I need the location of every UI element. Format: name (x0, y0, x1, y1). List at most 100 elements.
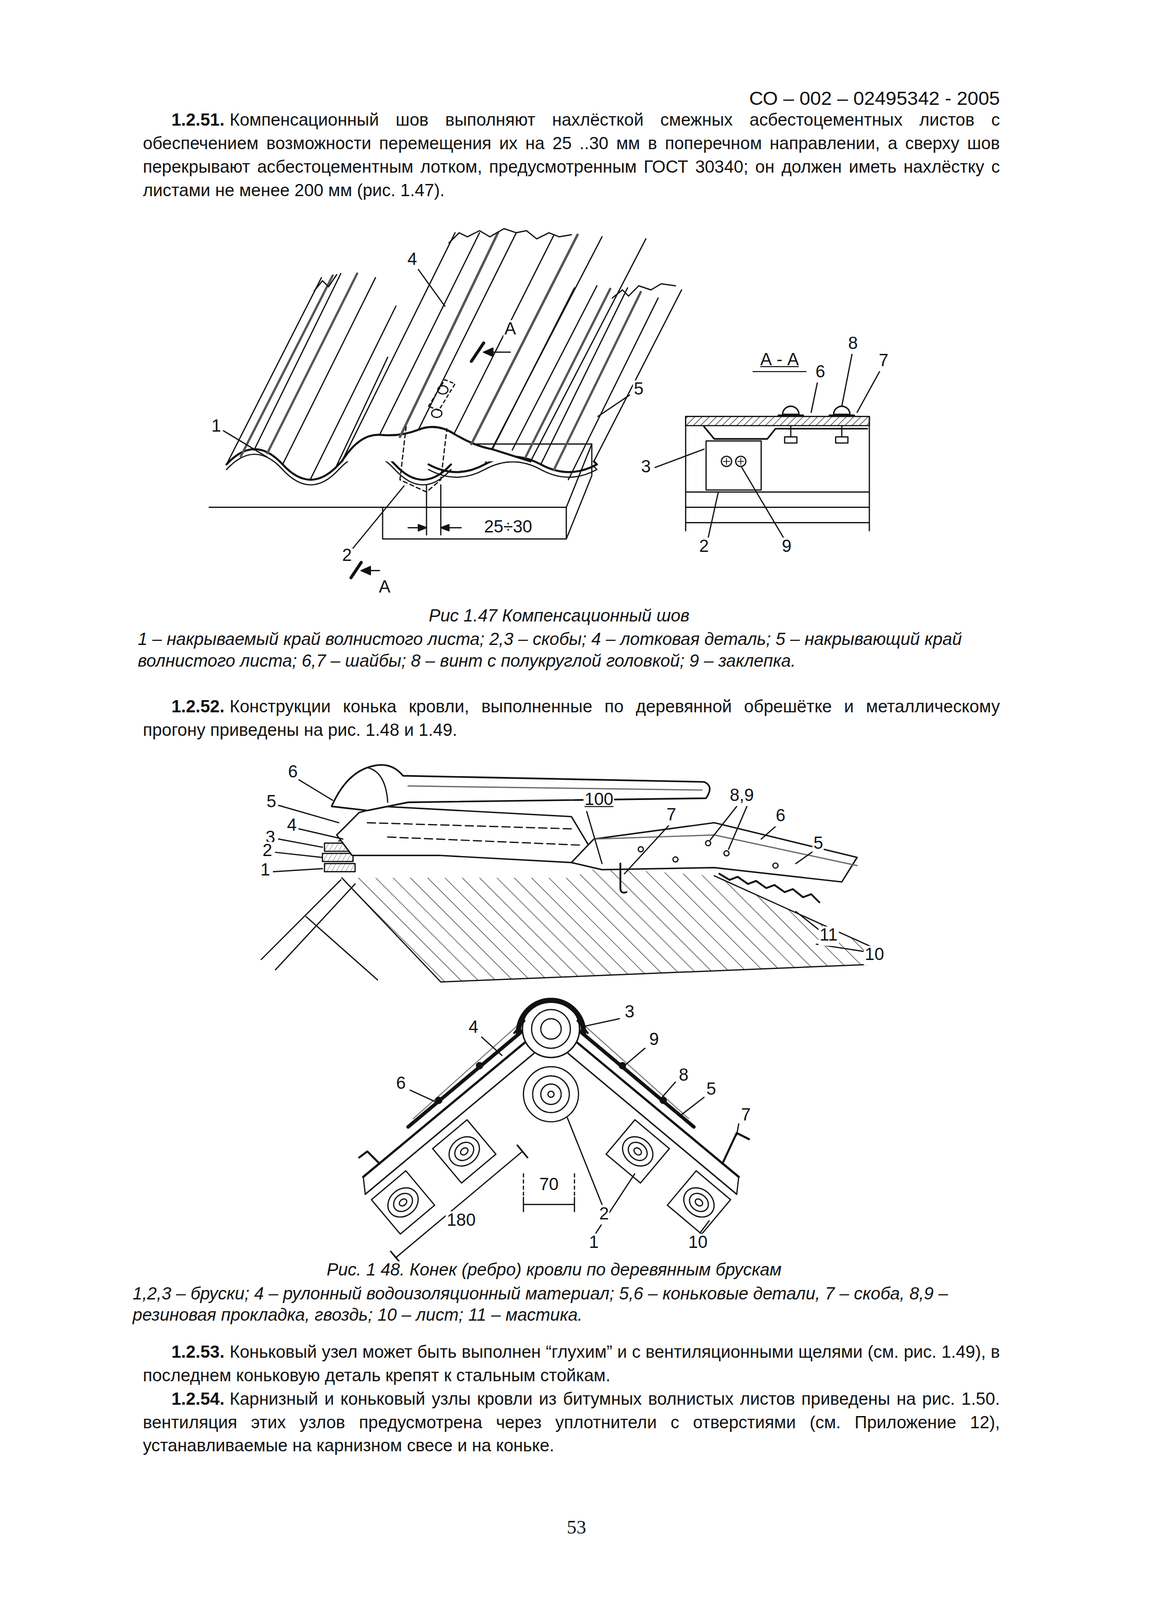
drawing-part (723, 458, 744, 465)
callout-number: 3 (640, 457, 652, 477)
callout-number: 2 (598, 1204, 610, 1224)
drawing-part (451, 1138, 478, 1164)
callout-number: 5 (632, 380, 645, 400)
drawing-part (382, 1181, 425, 1223)
figure-1-48-section (359, 999, 750, 1264)
drawing-part (532, 1075, 570, 1112)
figure-caption: Рис. 1 48. Конек (ребро) кровли по дерев… (324, 1260, 784, 1280)
drawing-part (399, 232, 578, 444)
paragraph-text: Компенсационный шов выполняют нахлёсткой… (142, 110, 1000, 201)
document-code: СО – 002 – 02495342 - 2005 (749, 88, 1000, 110)
drawing-part (371, 1170, 435, 1234)
drawing-part (367, 767, 388, 802)
clause-number: 1.2.51. (171, 110, 225, 130)
paragraph-text: Коньковый узел может быть выполнен “глух… (142, 1341, 1000, 1385)
paragraph: 1.2.51.Компенсационный шов выполняют нах… (142, 107, 1000, 202)
callout-number: 8 (677, 1065, 690, 1085)
drawing-part (567, 1117, 710, 1233)
drawing-part (514, 1020, 588, 1033)
drawing-part (525, 288, 641, 470)
drawing-part (428, 379, 456, 411)
drawing-part (714, 875, 873, 947)
drawing-part (322, 853, 354, 862)
drawing-part (705, 840, 711, 846)
drawing-part (518, 999, 584, 1033)
drawing-part (426, 484, 441, 535)
callout-number: 11 (818, 926, 839, 946)
drawing-part (342, 867, 873, 982)
drawing-part (706, 440, 762, 490)
callout-number: 25÷30 (482, 517, 534, 537)
drawing-part (790, 425, 842, 439)
drawing-part (685, 492, 870, 523)
callout-number: 8,9 (728, 786, 755, 806)
drawing-part (723, 850, 729, 856)
drawing-part (410, 1018, 739, 1135)
drawing-part (606, 1119, 670, 1183)
callout-number: 4 (406, 250, 418, 270)
callout-number: 2 (341, 546, 353, 566)
paragraph-text: Карнизный и коньковый узлы кровли из бит… (142, 1388, 1000, 1456)
callout-number: 70 (538, 1175, 560, 1195)
drawing-part (431, 409, 442, 418)
figure-legend: 1 – накрываемый край волнистого листа; 2… (137, 628, 1006, 672)
callout-number: 9 (648, 1030, 661, 1050)
callout-number: 8 (847, 334, 859, 354)
drawing-part (432, 1119, 497, 1183)
drawing-part (638, 846, 644, 852)
callout-number: 6 (814, 362, 827, 382)
drawing-part (389, 1189, 417, 1215)
drawing-part (548, 1090, 555, 1097)
callout-number: 7 (740, 1105, 752, 1125)
drawing-part (261, 879, 378, 980)
drawing-part (395, 1150, 523, 1257)
callout-number: 10 (687, 1233, 709, 1253)
drawing-part (523, 1066, 579, 1122)
drawing-part (586, 810, 603, 863)
callout-number: 6 (774, 806, 787, 826)
callout-number: 7 (877, 351, 890, 371)
drawing-part (437, 385, 449, 394)
callout-number: 1 (210, 417, 223, 436)
drawing-part (432, 1119, 497, 1183)
drawing-part (443, 1130, 486, 1172)
drawing-part (616, 1130, 659, 1172)
drawing-part (359, 1150, 380, 1163)
figure-legend: 1,2,3 – бруски; 4 – рулонный водоизоляци… (132, 1282, 1011, 1326)
drawing-part (471, 342, 484, 362)
paragraph-text: Конструкции конька кровли, выполненные п… (142, 696, 1000, 740)
paragraph: 1.2.54.Карнизный и коньковый узлы кровли… (142, 1386, 1000, 1458)
drawing-part (459, 1145, 470, 1156)
drawing-part (223, 269, 630, 549)
drawing-part (483, 347, 493, 357)
callout-number: 6 (286, 763, 299, 783)
page-number: 53 (567, 1516, 587, 1538)
drawing-part (672, 856, 678, 862)
drawing-part (342, 232, 647, 462)
drawing-part (360, 566, 371, 575)
drawing-part (540, 1018, 562, 1039)
drawing-part (336, 806, 602, 868)
drawing-part (523, 1196, 575, 1212)
drawing-part (367, 822, 582, 845)
callout-number: А (503, 319, 517, 339)
paragraph: 1.2.53.Коньковый узел может быть выполне… (142, 1339, 1000, 1387)
clause-number: 1.2.52. (171, 696, 225, 717)
drawing-part (782, 406, 850, 415)
drawing-part (418, 524, 450, 531)
drawing-part (677, 1181, 720, 1223)
drawing-part (523, 1173, 575, 1197)
callout-number: 5 (705, 1080, 718, 1100)
callout-number: 1 (587, 1233, 600, 1253)
drawing-part (398, 1196, 409, 1207)
drawing-part (685, 416, 870, 426)
callout-number: А (377, 578, 392, 598)
drawing-part (273, 779, 343, 872)
section-label: А - А (759, 350, 800, 370)
drawing-part (331, 764, 710, 811)
drawing-part (240, 273, 357, 456)
callout-number: 9 (780, 537, 793, 557)
figure-1-47 (209, 228, 880, 578)
drawing-part (342, 877, 868, 982)
